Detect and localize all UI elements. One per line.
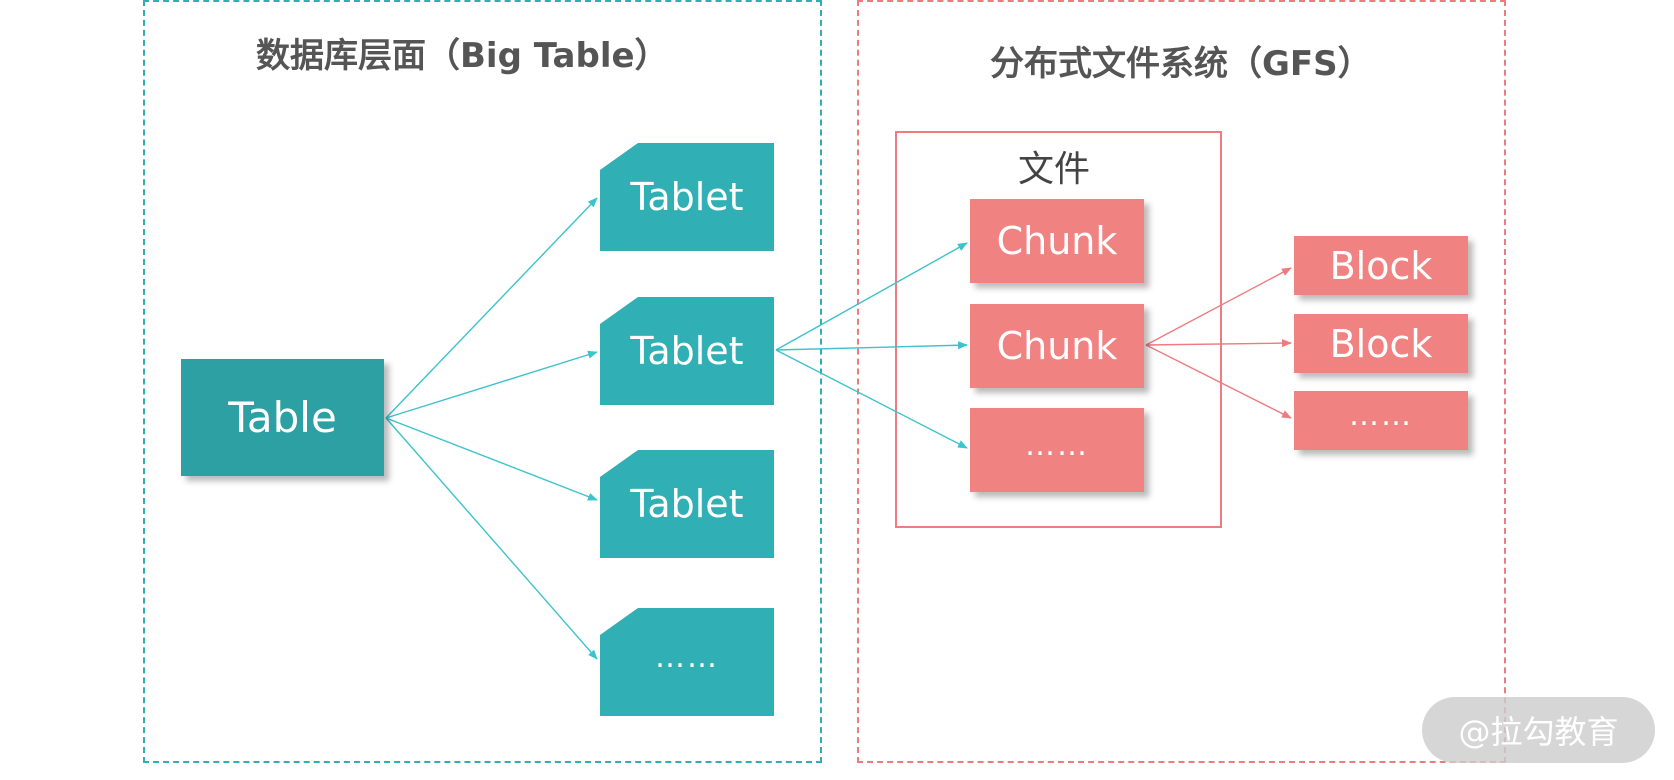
tablet-node: Tablet [600, 297, 774, 405]
chunk-node: Chunk [970, 304, 1144, 388]
tablet-node: Tablet [600, 450, 774, 558]
chunk-node: Chunk [970, 199, 1144, 283]
tablet-ellipsis-node: …… [600, 608, 774, 716]
bigtable-panel-title: 数据库层面（Big Table） [256, 36, 669, 76]
watermark: @拉勾教育 [1422, 697, 1655, 763]
block-node: Block [1294, 314, 1468, 373]
block-ellipsis-node: …… [1294, 391, 1468, 450]
file-label: 文件 [1018, 149, 1091, 190]
table-node: Table [181, 359, 384, 476]
gfs-panel-title: 分布式文件系统（GFS） [990, 44, 1372, 84]
tablet-node: Tablet [600, 143, 774, 251]
block-node: Block [1294, 236, 1468, 295]
chunk-ellipsis-node: …… [970, 408, 1144, 492]
